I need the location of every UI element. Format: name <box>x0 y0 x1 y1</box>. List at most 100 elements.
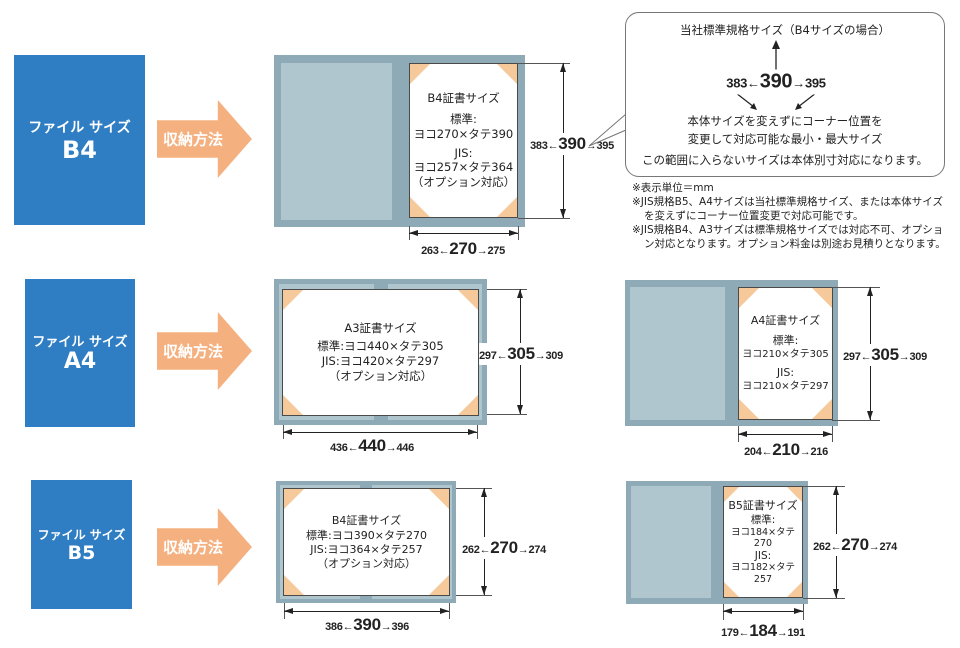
callout-dimension: 383390395 <box>726 69 826 95</box>
file-size-label: ファイル サイズ <box>37 527 126 542</box>
corner-tr <box>497 64 517 84</box>
corner-tr <box>458 290 478 310</box>
width-max: 446 <box>386 442 414 454</box>
extension-line <box>832 287 880 288</box>
height-max: 274 <box>518 544 546 556</box>
spine <box>374 415 388 420</box>
file-size-box-b4: ファイル サイズ B4 <box>14 55 145 225</box>
height-dimension: 262270274 <box>462 537 546 559</box>
width-max: 275 <box>477 245 505 257</box>
std-line: 標準:ヨコ390×タテ270 <box>306 529 427 543</box>
corner-br <box>497 197 517 217</box>
inside-panel <box>631 486 711 598</box>
width-dimension-line <box>283 429 477 435</box>
corner-tl <box>284 489 304 509</box>
certificate-b5: B5証書サイズ 標準: ヨコ184×タテ270 JIS: ヨコ182×タテ257 <box>723 486 803 598</box>
certificate-a3: A3証書サイズ 標準:ヨコ440×タテ305 JIS:ヨコ420×タテ297 （… <box>282 289 479 416</box>
callout-desc-1: 本体サイズを変えずにコーナー位置を <box>687 114 883 128</box>
certificate-b4: B4証書サイズ 標準: ヨコ270×タテ390 JIS: ヨコ257×タテ364… <box>409 63 518 218</box>
jis-line: JIS:ヨコ420×タテ297 <box>321 354 440 368</box>
file-size-label: ファイル サイズ <box>28 119 131 136</box>
height-std: 270 <box>490 538 518 557</box>
width-std: 210 <box>772 440 800 459</box>
width-dimension: 263270275 <box>421 238 505 260</box>
corner-br <box>812 399 832 419</box>
certificate-a4: A4証書サイズ 標準: ヨコ210×タテ305 JIS: ヨコ210×タテ297 <box>738 287 833 420</box>
file-size-value: B4 <box>62 135 97 164</box>
note-unit: ※表示単位＝mm <box>632 182 714 194</box>
extension-line <box>518 63 570 64</box>
jis-label: JIS: <box>454 145 473 160</box>
extension-line <box>832 420 880 421</box>
width-max: 216 <box>800 446 828 458</box>
height-dimension: 297305309 <box>843 344 927 366</box>
height-std: 270 <box>841 535 869 554</box>
corner-bl <box>739 399 759 419</box>
std-label: 標準: <box>772 333 799 347</box>
extension-line <box>456 488 492 489</box>
height-min: 262 <box>813 541 841 553</box>
storage-method-arrow: 収納方法 <box>157 100 252 178</box>
callout-note: この範囲に入らないサイズは本体別寸対応になります。 <box>641 153 928 167</box>
width-min: 204 <box>744 446 772 458</box>
file-size-value: A4 <box>63 349 97 375</box>
width-std: 440 <box>358 436 386 455</box>
folder-a4-landscape: A3証書サイズ 標準:ヨコ440×タテ305 JIS:ヨコ420×タテ297 （… <box>274 279 487 425</box>
storage-method-arrow: 収納方法 <box>157 508 252 586</box>
corner-tr <box>429 489 449 509</box>
extension-line <box>456 595 492 596</box>
height-max: 309 <box>899 351 927 363</box>
spine <box>360 485 372 489</box>
extension-line <box>487 289 527 290</box>
callout-title: 当社標準規格サイズ（B4サイズの場合） <box>679 23 890 37</box>
note-jis-b4-a3: ※JIS規格B4、A3サイズは標準規格サイズでは対応不可、オプション対応となりま… <box>632 224 946 250</box>
extension-line <box>803 486 845 487</box>
cert-title: B4証書サイズ <box>331 513 402 527</box>
width-dimension: 436440446 <box>330 435 414 457</box>
certificate-b4: B4証書サイズ 標準:ヨコ390×タテ270 JIS:ヨコ364×タテ257 （… <box>283 488 450 596</box>
corner-br <box>429 575 449 595</box>
jis-size: ヨコ182×タテ257 <box>730 562 796 585</box>
std-label: 標準: <box>450 111 477 126</box>
height-dimension: 262270274 <box>813 534 897 556</box>
height-dimension: 297305309 <box>479 343 563 365</box>
extension-line <box>449 603 450 619</box>
storage-method-label: 収納方法 <box>163 538 224 557</box>
callout-std: 390 <box>759 70 793 93</box>
option-note: （オプション対応） <box>317 556 416 570</box>
jis-label: JIS: <box>776 366 795 380</box>
note-jis-b5-a4: ※JIS規格B5、A4サイズは当社標準規格サイズ、または本体サイズを変えずにコー… <box>632 196 943 222</box>
height-max: 274 <box>869 541 897 553</box>
corner-tr <box>812 288 832 308</box>
standard-size-callout: 当社標準規格サイズ（B4サイズの場合） 383390395 本体サイズを変えずに… <box>625 12 945 177</box>
storage-method-label: 収納方法 <box>163 342 224 361</box>
width-dimension-line <box>723 608 803 614</box>
std-size: ヨコ210×タテ305 <box>742 349 829 361</box>
height-std: 305 <box>507 344 535 363</box>
extension-line <box>518 226 519 240</box>
file-size-box-a4: ファイル サイズ A4 <box>25 279 135 427</box>
height-min: 383 <box>530 140 558 152</box>
option-note: （オプション対応） <box>411 175 516 190</box>
cert-title: B4証書サイズ <box>427 90 500 105</box>
jis-size: ヨコ210×タテ297 <box>742 381 829 393</box>
corner-tl <box>283 290 303 310</box>
inside-panel <box>281 63 392 220</box>
std-size: ヨコ184×タテ270 <box>730 526 796 550</box>
width-std: 184 <box>749 621 777 640</box>
inside-panel <box>630 287 725 420</box>
cert-title: A3証書サイズ <box>344 321 417 336</box>
height-min: 297 <box>843 351 871 363</box>
width-min: 179 <box>721 627 749 639</box>
std-line: 標準:ヨコ440×タテ305 <box>317 339 444 354</box>
width-dimension: 386390396 <box>325 614 409 636</box>
corner-bl <box>283 395 303 415</box>
storage-method-arrow: 収納方法 <box>157 312 252 390</box>
corner-bl <box>410 197 430 217</box>
file-size-value: B5 <box>67 541 96 564</box>
width-dimension: 204210216 <box>744 439 828 461</box>
jis-size: ヨコ257×タテ364 <box>413 160 514 175</box>
height-min: 262 <box>462 544 490 556</box>
width-min: 263 <box>421 245 449 257</box>
